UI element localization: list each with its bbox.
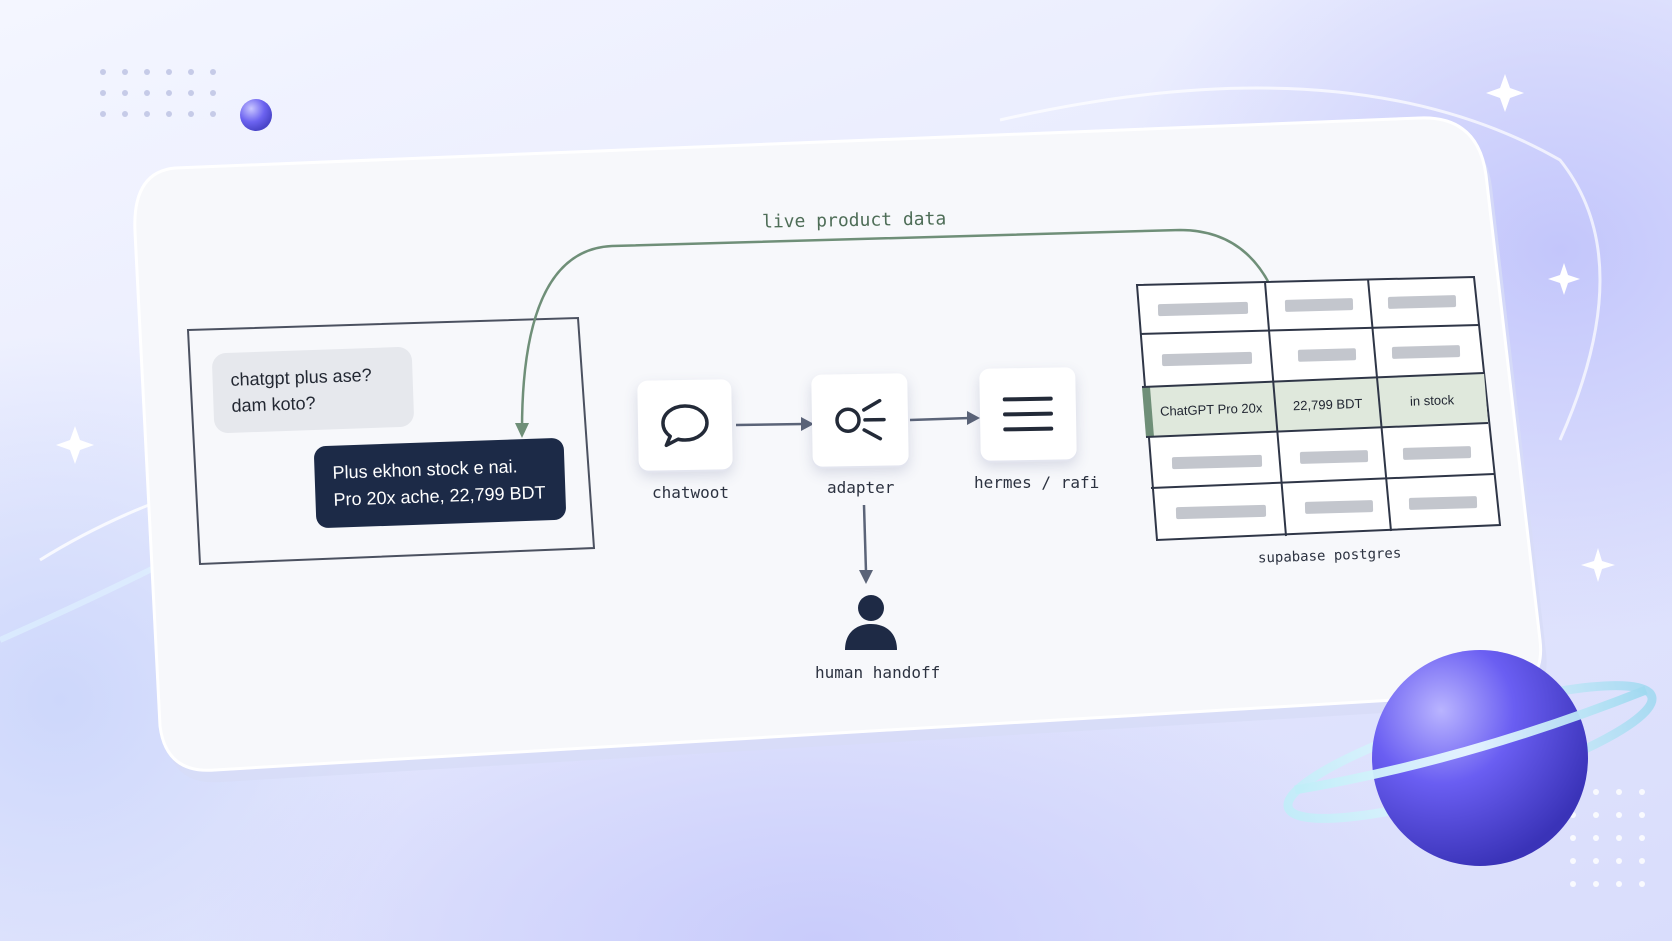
sparkle-icon: [1486, 74, 1524, 112]
db-cell-status: in stock: [1409, 392, 1455, 409]
sparkle-icon: [56, 426, 94, 464]
node-label-chatwoot: chatwoot: [652, 483, 730, 502]
live-data-label: live product data: [761, 208, 947, 233]
outgoing-message: Plus ekhon stock e nai. Pro 20x ache, 22…: [313, 437, 567, 529]
broadcast-icon: [835, 398, 886, 441]
node-adapter[interactable]: [811, 373, 909, 467]
incoming-line: dam koto?: [231, 392, 316, 416]
node-label-hermes: hermes / rafi: [974, 473, 1100, 492]
person-icon: [845, 595, 897, 650]
swoosh-left: [39, 478, 221, 562]
swoosh-right: [999, 86, 1602, 441]
incoming-message: chatgpt plus ase? dam koto?: [211, 346, 415, 434]
dot-grid-top-left: [100, 69, 216, 117]
db-cell-price: 22,799 BDT: [1292, 395, 1363, 414]
sparkle-icon: [1548, 263, 1580, 295]
small-orb: [240, 99, 272, 131]
menu-lines-icon: [1002, 396, 1054, 432]
node-hermes[interactable]: [979, 367, 1077, 461]
dot-grid-bottom-right: [1570, 789, 1645, 887]
node-label-adapter: adapter: [827, 478, 895, 497]
sparkle-icon: [1581, 548, 1615, 582]
handoff-label: human handoff: [815, 663, 941, 682]
node-chatwoot[interactable]: [637, 379, 733, 471]
speech-bubble-icon: [661, 404, 709, 448]
